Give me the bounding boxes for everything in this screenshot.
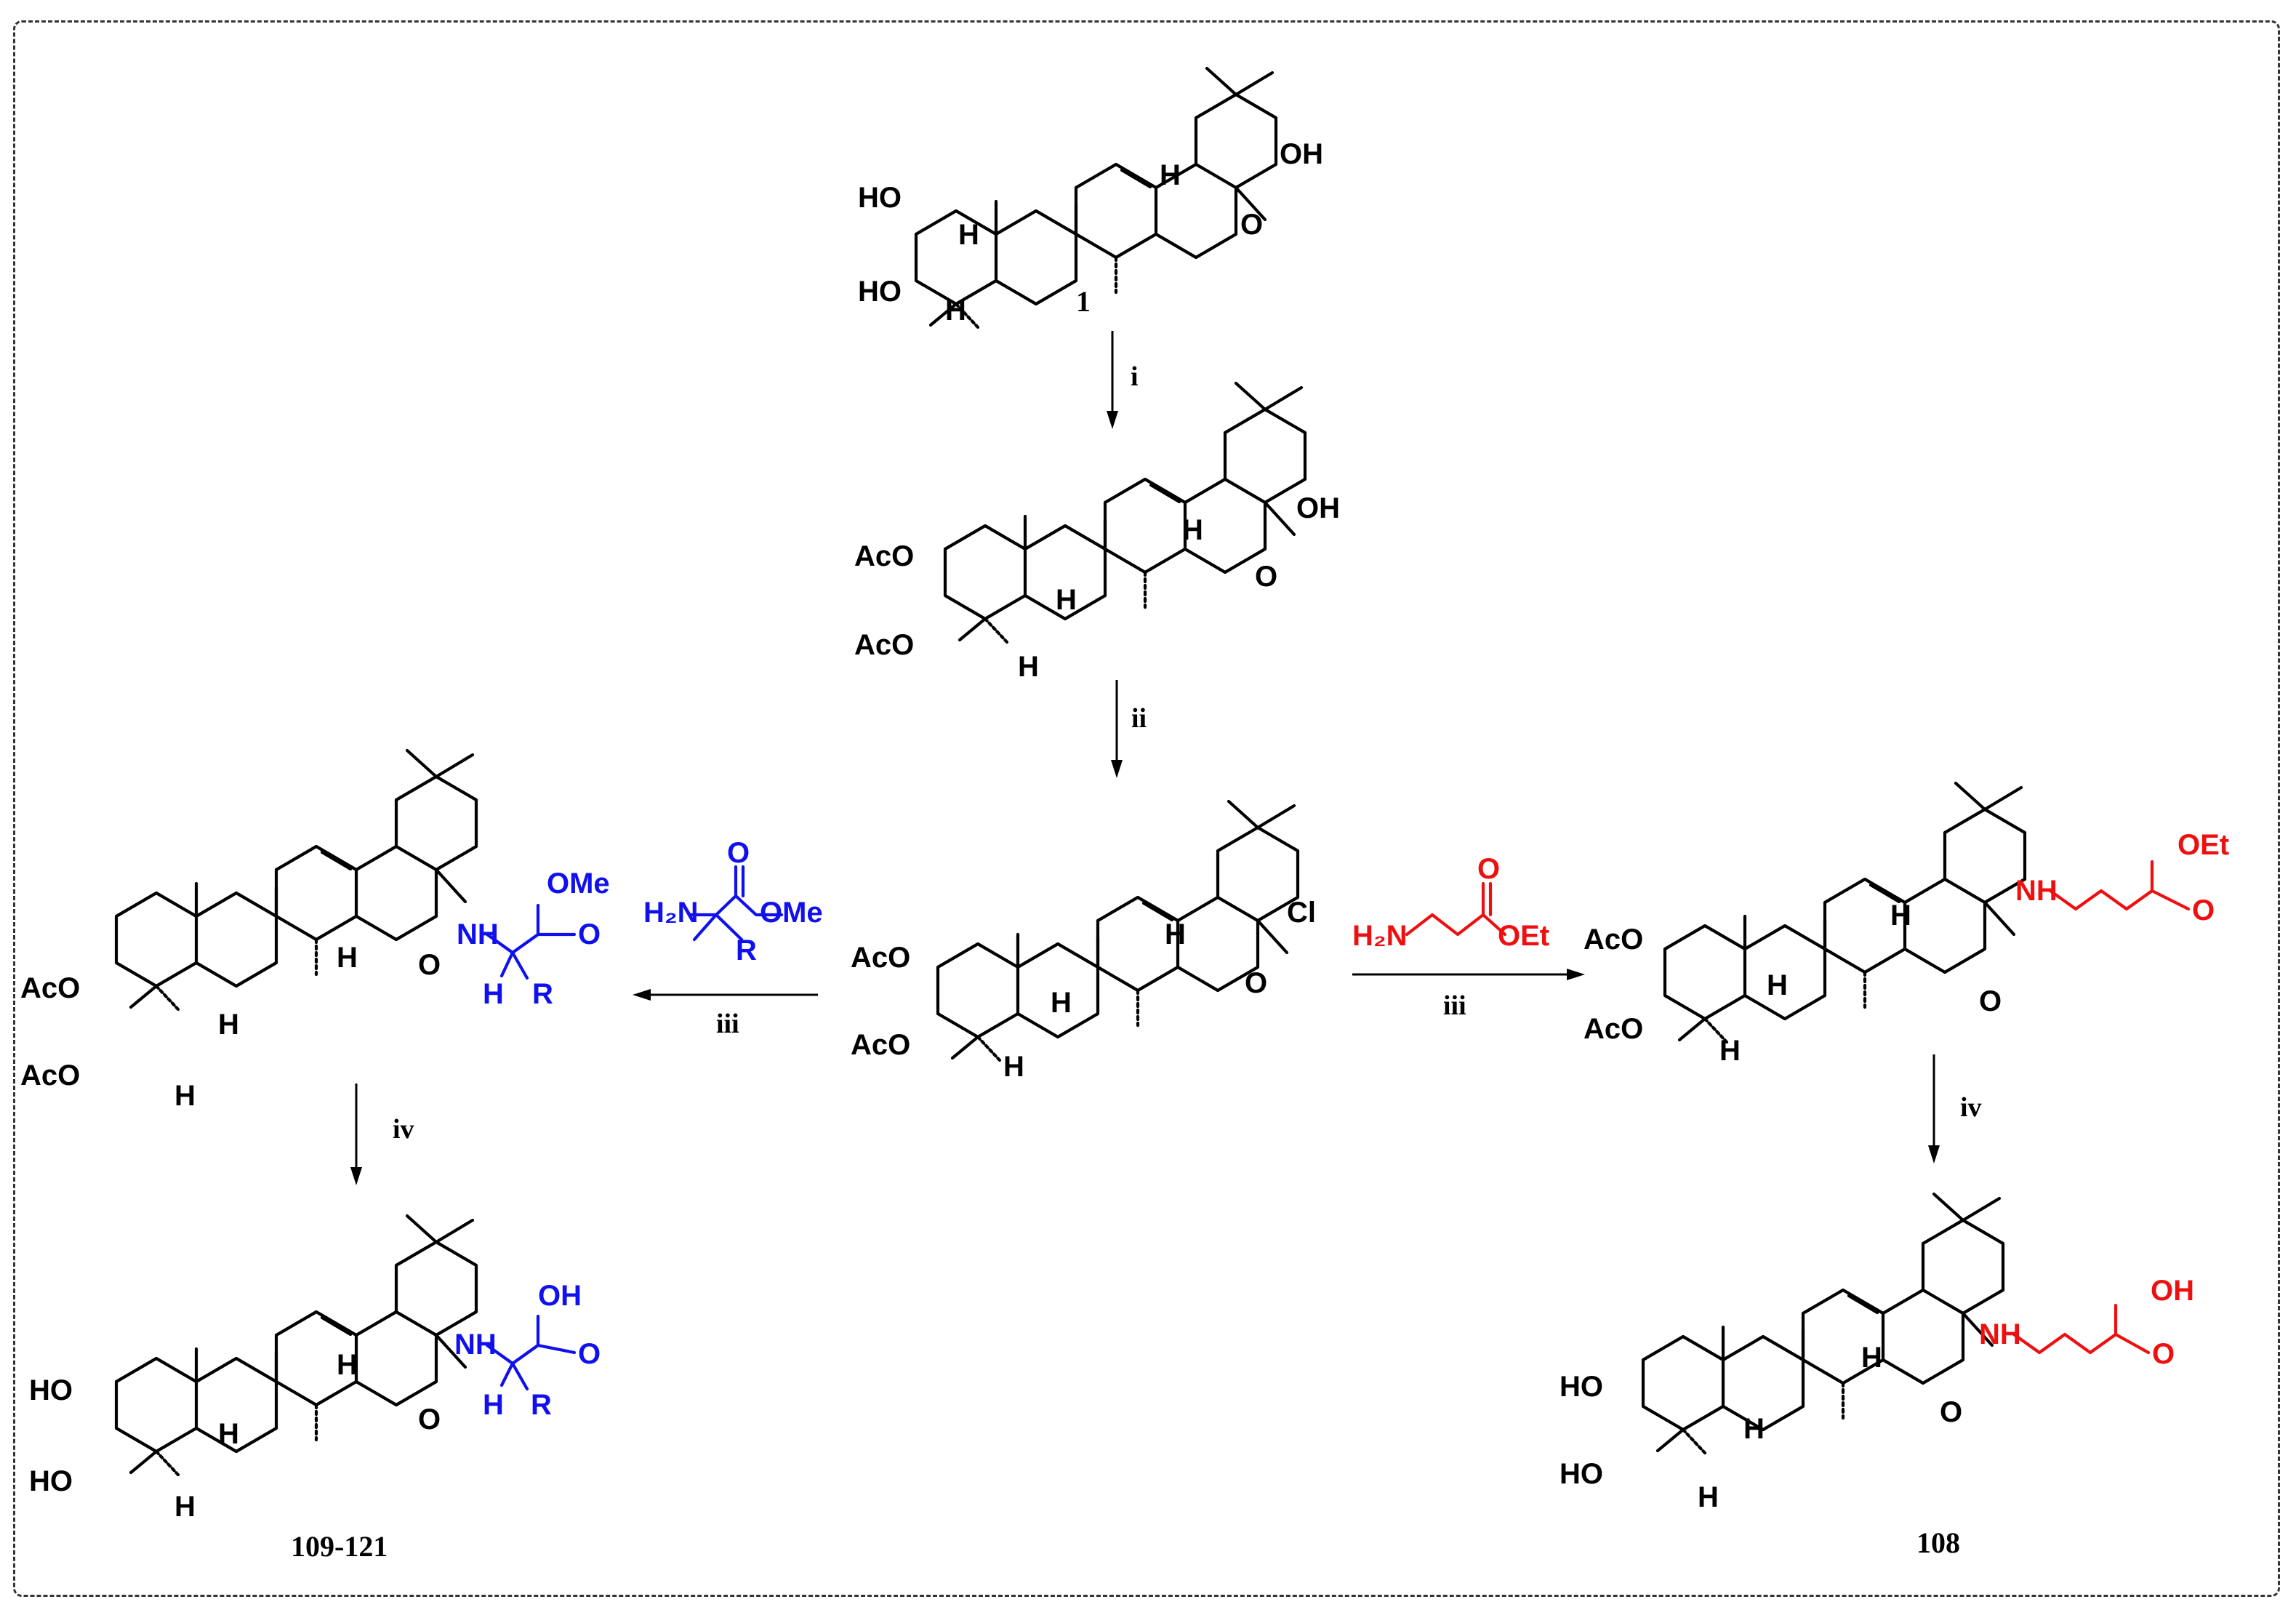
product-right-ho-2: HO — [1560, 1371, 1603, 1403]
diacetate-carbonyl-o: O — [1255, 561, 1277, 593]
amide-left-h-5: H — [174, 1080, 196, 1112]
amide-right-ester-o: O — [2192, 894, 2215, 926]
c1-h-5: H — [945, 295, 966, 327]
compound-amide-left: AcO AcO O H H H NH OMe O H R — [20, 750, 610, 1112]
amide-right-nh: NH — [2015, 875, 2058, 907]
reagent-amino-ester-ome: OMe — [760, 897, 823, 929]
step-ii-label: ii — [1131, 703, 1147, 734]
step-i-label: i — [1131, 361, 1139, 392]
amide-right-h-9: H — [1767, 969, 1788, 1001]
amide-left-h-18: H — [337, 942, 358, 974]
compound-product-right: HO HO O H H H NH OH O 108 — [1560, 1194, 2194, 1559]
amide-left-alpha-h: H — [483, 978, 504, 1010]
product-right-nh: NH — [1979, 1318, 2021, 1350]
amide-left-carbonyl-o: O — [418, 949, 441, 981]
product-left-ho-3: HO — [29, 1465, 73, 1497]
step-iv-right-label: iv — [1960, 1092, 1982, 1123]
product-left-acid-o: O — [578, 1338, 601, 1370]
acid-chloride-h-5: H — [1003, 1051, 1024, 1083]
acid-chloride-carbonyl-o: O — [1245, 967, 1267, 999]
amide-right-aco-2: AcO — [1583, 924, 1643, 956]
c1-ho-3: HO — [858, 276, 902, 308]
reagent-gaba-ester: H₂N O OEt — [1352, 853, 1549, 952]
reagent-amino-ester-carbonyl-o: O — [727, 837, 750, 869]
compound-acid-chloride: AcO AcO Cl O H H H — [851, 801, 1316, 1083]
c1-ho-2: HO — [858, 182, 902, 214]
arrow-step-i: i — [1107, 331, 1139, 429]
product-right-h-5: H — [1698, 1481, 1719, 1513]
compound-diacetate: AcO AcO OH O H H H — [854, 383, 1340, 683]
c1-oh: OH — [1280, 138, 1323, 170]
diacetate-h-9: H — [1056, 584, 1077, 616]
product-left-h-18: H — [337, 1349, 358, 1381]
product-left-h-9: H — [218, 1418, 239, 1450]
diacetate-oh: OH — [1296, 492, 1340, 524]
acid-chloride-aco-3: AcO — [851, 1029, 910, 1061]
reagent-amino-ester-amine: H₂N — [643, 897, 699, 929]
amide-left-nh: NH — [457, 918, 499, 950]
reagent-amino-ester: H₂N O OMe R — [643, 837, 823, 966]
amide-right-carbonyl-o: O — [1979, 985, 2002, 1017]
product-left-r: R — [531, 1389, 552, 1421]
step-iii-right-label: iii — [1443, 990, 1466, 1021]
amide-right-oet: OEt — [2177, 829, 2229, 861]
arrow-step-iii-left: iii — [633, 989, 818, 1039]
amide-right-h-18: H — [1890, 900, 1911, 932]
product-right-h-9: H — [1743, 1413, 1765, 1445]
c1-number: 1 — [1076, 285, 1091, 318]
diacetate-h-5: H — [1018, 651, 1039, 683]
product-left-nh: NH — [454, 1329, 497, 1361]
product-left-oh: OH — [538, 1280, 582, 1312]
amide-left-aco-2: AcO — [20, 972, 80, 1004]
product-left-ho-2: HO — [29, 1374, 73, 1406]
acid-chloride-h-18: H — [1165, 918, 1186, 950]
acid-chloride-cl: Cl — [1287, 897, 1316, 929]
arrow-step-ii: ii — [1111, 680, 1147, 778]
compound-1: HO HO OH O H H H 1 — [858, 68, 1323, 327]
acid-chloride-aco-2: AcO — [851, 942, 910, 974]
arrow-step-iii-right: iii — [1352, 969, 1585, 1021]
step-iii-left-label: iii — [716, 1009, 739, 1039]
product-left-number: 109-121 — [291, 1530, 388, 1563]
product-left-alpha-h: H — [483, 1389, 504, 1421]
amide-right-h-5: H — [1719, 1035, 1741, 1067]
product-left-carbonyl-o: O — [418, 1403, 441, 1435]
arrow-step-iv-left: iv — [350, 1084, 414, 1185]
acid-chloride-h-9: H — [1051, 987, 1072, 1019]
amide-left-aco-3: AcO — [20, 1060, 80, 1092]
amide-right-aco-3: AcO — [1583, 1013, 1643, 1045]
diacetate-aco-2: AcO — [854, 540, 914, 572]
scheme-frame — [13, 20, 2280, 1597]
amide-left-h-9: H — [218, 1009, 239, 1041]
diacetate-h-18: H — [1182, 514, 1203, 546]
reagent-amino-ester-r: R — [736, 934, 757, 966]
product-right-acid-o: O — [2152, 1338, 2175, 1370]
c1-carbonyl-o: O — [1240, 209, 1263, 241]
compound-amide-right: AcO AcO O H H H NH OEt O — [1583, 783, 2229, 1067]
reagent-gaba-oet: OEt — [1498, 920, 1549, 952]
reagent-gaba-carbonyl-o: O — [1477, 853, 1500, 885]
diacetate-aco-3: AcO — [854, 629, 914, 661]
product-right-h-18: H — [1861, 1342, 1882, 1374]
c1-h-18: H — [1160, 159, 1181, 191]
compound-product-left: HO HO O H H H NH OH O H R 109-121 — [29, 1216, 601, 1563]
product-right-oh: OH — [2151, 1275, 2194, 1307]
amide-left-r: R — [532, 978, 553, 1010]
product-right-ho-3: HO — [1560, 1458, 1603, 1490]
product-right-carbonyl-o: O — [1940, 1396, 1962, 1428]
amide-left-ester-o: O — [578, 918, 601, 950]
reagent-gaba-amine: H₂N — [1352, 920, 1408, 952]
product-left-h-5: H — [174, 1491, 196, 1523]
step-iv-left-label: iv — [393, 1114, 414, 1145]
product-right-number: 108 — [1916, 1526, 1960, 1559]
arrow-step-iv-right: iv — [1928, 1054, 1982, 1164]
amide-left-ome: OMe — [547, 868, 610, 900]
c1-h-9: H — [958, 219, 979, 251]
